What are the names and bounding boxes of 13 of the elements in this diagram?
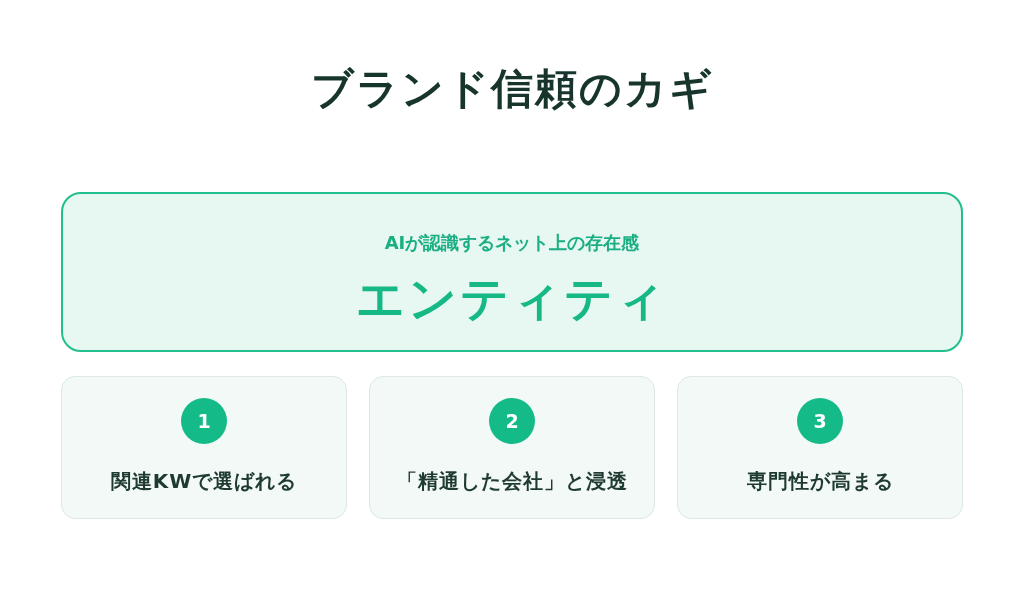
highlight-box (61, 192, 963, 352)
subtitle: AIが認識するネット上の存在感 (383, 231, 641, 255)
card-text: 「精通した会社」と浸透 (395, 468, 629, 495)
card (677, 376, 963, 519)
card (369, 376, 655, 519)
card-text: 関連KWで選ばれる (109, 468, 299, 495)
card-text: 専門性が高まる (745, 468, 895, 495)
number-circle: 3 (797, 398, 843, 444)
number-circle: 2 (489, 398, 535, 444)
number-circle: 1 (181, 398, 227, 444)
card (61, 376, 347, 519)
heading-text: エンティティ (355, 269, 669, 328)
title: ブランド信頼のカギ (309, 63, 715, 115)
